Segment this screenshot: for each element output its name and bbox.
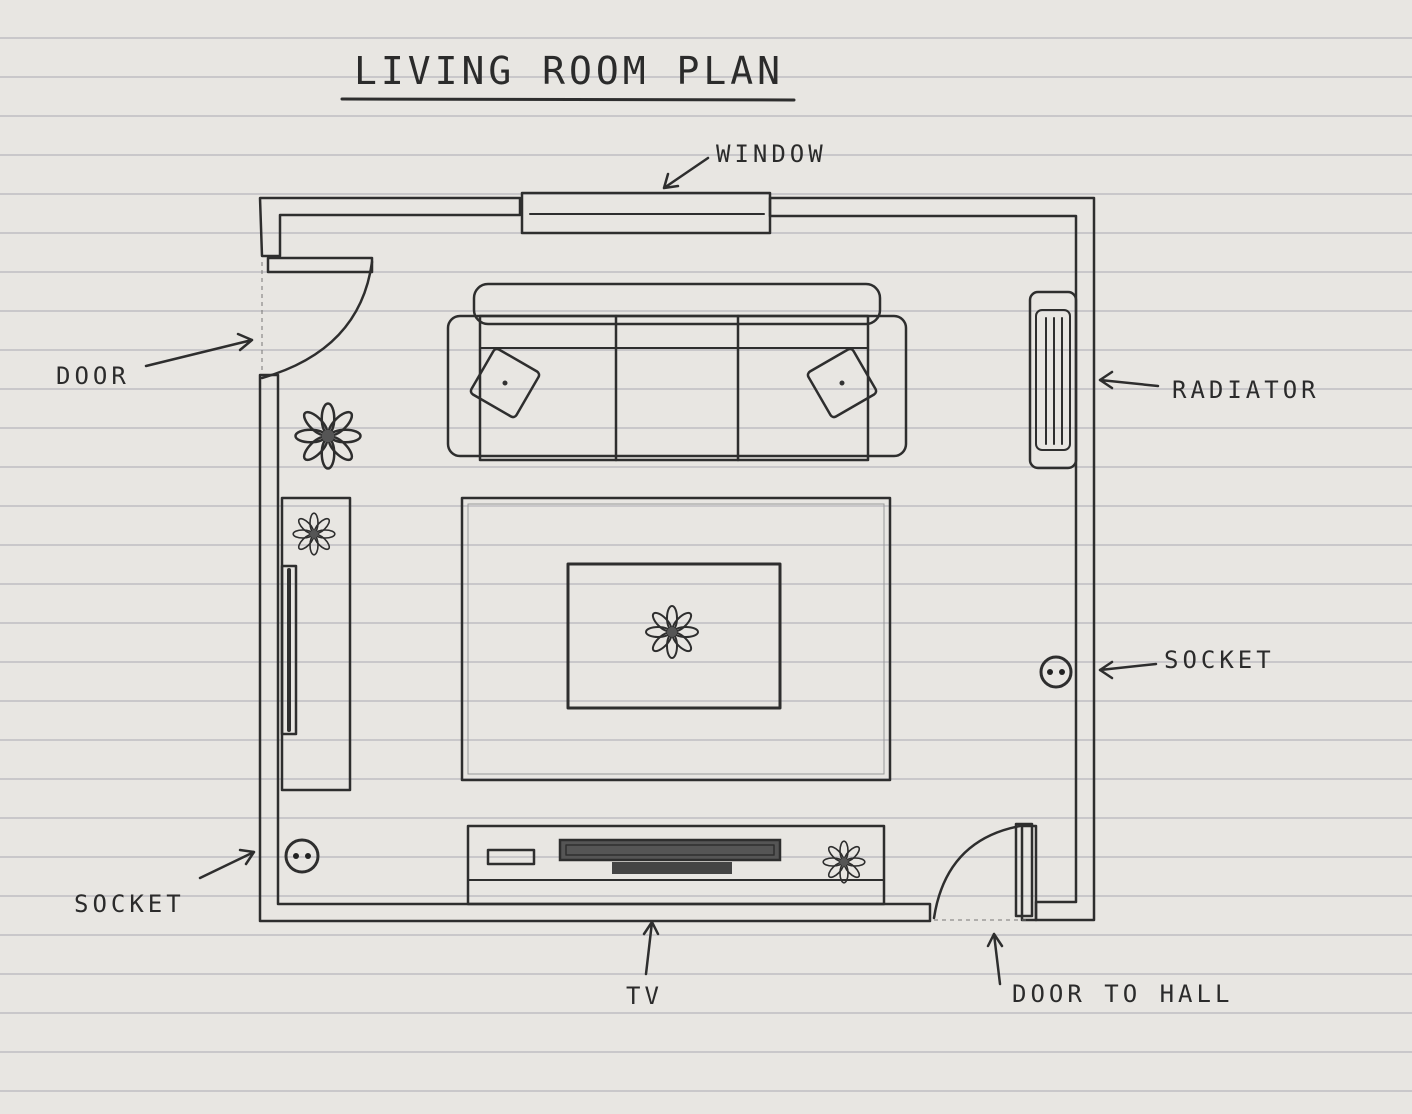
plan-title: LIVING ROOM PLAN — [340, 49, 796, 102]
plan-title-text: LIVING ROOM PLAN — [354, 49, 784, 93]
window — [520, 191, 772, 235]
plant-icon — [294, 402, 362, 470]
socket-right-icon — [1039, 655, 1073, 689]
sideboard-flower-icon — [292, 512, 336, 556]
window-label: WINDOW — [716, 140, 827, 168]
rug — [460, 496, 892, 782]
tv-unit-flower-icon — [822, 840, 866, 884]
tv-unit — [466, 824, 886, 906]
table-flower-icon — [645, 605, 699, 659]
door-swing — [260, 256, 374, 380]
room-walls — [258, 196, 1096, 923]
radiator-label: RADIATOR — [1172, 376, 1320, 404]
sofa — [446, 282, 908, 462]
cushion-left — [469, 347, 541, 419]
door-label: DOOR — [56, 362, 130, 390]
coffee-table — [566, 562, 782, 710]
door-to-hall-label: DOOR TO HALL — [1012, 980, 1233, 1008]
annotation-arrows — [144, 156, 1160, 986]
socket-right-label: SOCKET — [1164, 646, 1275, 674]
socket-left-icon — [284, 838, 320, 874]
door-to-hall-swing — [932, 822, 1034, 921]
radiator — [1028, 290, 1078, 470]
sideboard — [280, 496, 352, 792]
socket-left-label: SOCKET — [74, 890, 185, 918]
cushion-right — [806, 347, 878, 419]
tv-label: TV — [626, 982, 663, 1010]
